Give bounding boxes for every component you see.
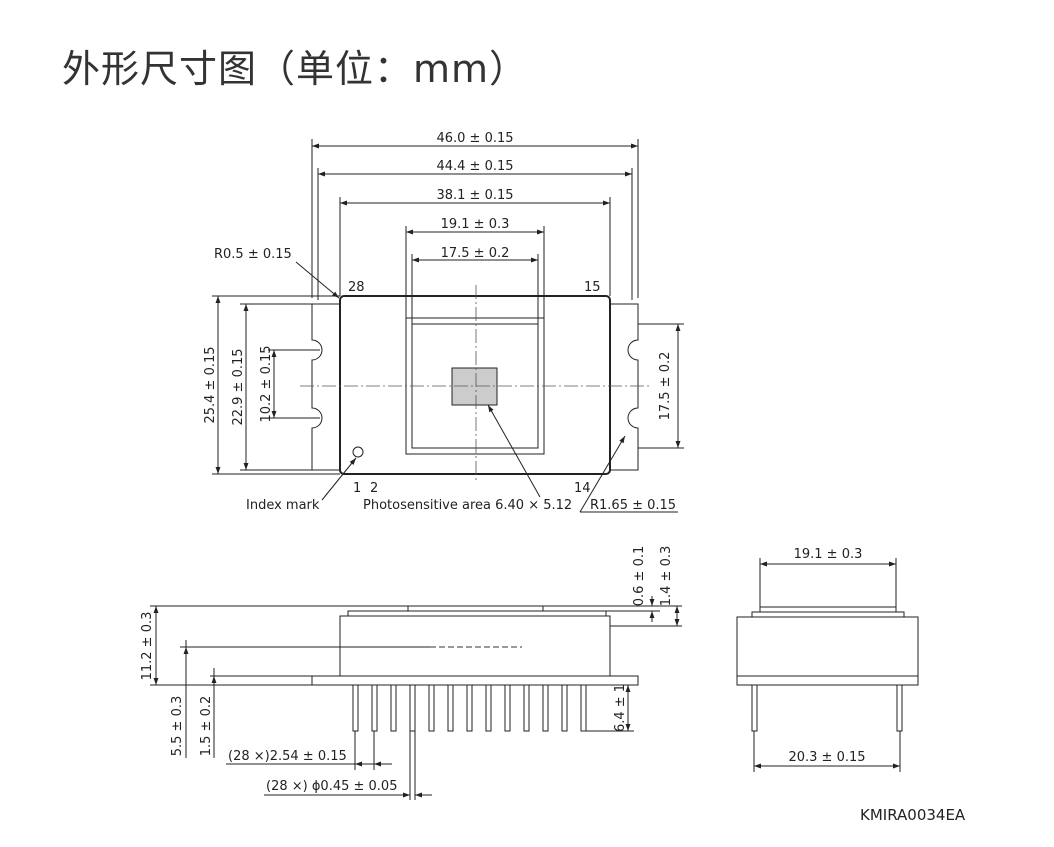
side-view: 11.2 ± 0.3 5.5 ± 0.3 1.5 ± 0.2 0.6 ± 0.1… (140, 546, 682, 800)
dim-total-height: 11.2 ± 0.3 (140, 612, 155, 681)
label-index-mark: Index mark (246, 498, 320, 513)
dim-top-thickness: 1.4 ± 0.3 (659, 546, 674, 607)
dim-window-outer: 19.1 ± 0.3 (441, 217, 510, 232)
dim-notch-pitch: 10.2 ± 0.15 (259, 345, 274, 422)
photosensitive-area (451, 367, 498, 406)
dim-end-window-width: 19.1 ± 0.3 (794, 547, 863, 562)
side-frame (347, 610, 607, 617)
dim-right-height: 17.5 ± 0.2 (658, 352, 673, 421)
pin-label-28: 28 (348, 280, 365, 295)
dim-pin-diameter: (28 ×) ϕ0.45 ± 0.05 (266, 779, 397, 794)
pin-label-1: 1 (353, 481, 361, 496)
dim-base-thickness: 1.5 ± 0.2 (199, 696, 214, 757)
label-notch-radius: R1.65 ± 0.15 (590, 498, 676, 513)
label-photosensitive-area: Photosensitive area 6.40 × 5.12 (363, 498, 572, 513)
dim-lead-length: 6.4 ± 1 (613, 684, 628, 732)
end-body (736, 616, 919, 677)
dim-window-inner: 17.5 ± 0.2 (441, 246, 510, 261)
dim-row-spacing: 20.3 ± 0.15 (788, 750, 865, 765)
side-pins (352, 684, 587, 732)
dim-width-ears: 44.4 ± 0.15 (436, 159, 513, 174)
package-ears-outline (311, 303, 639, 471)
dim-window-thickness: 0.6 ± 0.1 (632, 546, 647, 607)
index-mark-circle (352, 446, 364, 458)
dim-height-overall: 25.4 ± 0.15 (203, 346, 218, 423)
end-pin-left (751, 684, 758, 732)
top-view: 46.0 ± 0.15 44.4 ± 0.15 38.1 ± 0.15 19.1… (203, 131, 684, 513)
pin-label-2: 2 (370, 481, 378, 496)
end-window (759, 606, 897, 613)
dim-corner-radius: R0.5 ± 0.15 (214, 247, 292, 262)
side-body (339, 615, 611, 677)
dim-surface-height: 5.5 ± 0.3 (170, 696, 185, 757)
page-title: 外形尺寸图（单位：mm） (62, 47, 529, 91)
doc-code: KMIRA0034EA (860, 806, 966, 824)
side-window (407, 605, 544, 612)
end-pin-right (896, 684, 903, 732)
dim-height-body: 22.9 ± 0.15 (231, 348, 246, 425)
pin-label-14: 14 (574, 481, 591, 496)
dim-width-overall: 46.0 ± 0.15 (436, 131, 513, 146)
side-base (311, 675, 639, 686)
end-frame (751, 611, 905, 618)
dim-width-body: 38.1 ± 0.15 (436, 188, 513, 203)
end-view: 19.1 ± 0.3 20.3 ± 0.15 (736, 547, 919, 772)
dim-pin-pitch: (28 ×)2.54 ± 0.15 (228, 749, 347, 764)
end-base (736, 675, 919, 686)
package-body (339, 295, 611, 475)
pin-label-15: 15 (584, 280, 601, 295)
